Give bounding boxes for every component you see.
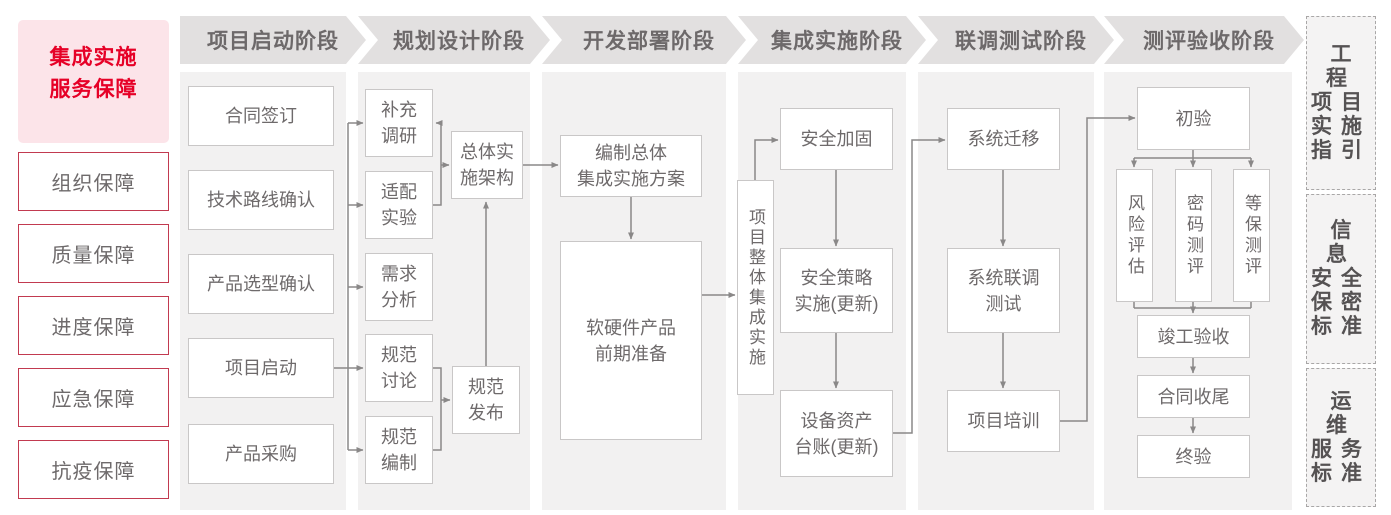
node-overall-architecture: 总体实 施架构 <box>451 131 523 199</box>
standard-information-security: 信息 安全 保密 标准 <box>1306 194 1376 364</box>
phase-header-development: 开发部署阶段 <box>542 16 746 64</box>
node-contract-sign: 合同签订 <box>188 86 334 146</box>
node-spec-drafting: 规范 编制 <box>365 416 433 484</box>
phase-header-acceptance: 测评验收阶段 <box>1104 16 1304 64</box>
sidebar-item-schedule: 进度保障 <box>18 296 169 355</box>
node-initial-acceptance: 初验 <box>1137 87 1250 150</box>
node-product-purchase: 产品采购 <box>188 424 334 484</box>
phase-header-integration: 集成实施阶段 <box>738 16 926 64</box>
node-spec-release: 规范 发布 <box>452 366 520 434</box>
node-system-migration: 系统迁移 <box>947 108 1060 170</box>
node-asset-ledger: 设备资产 台账(更新) <box>780 390 893 477</box>
sidebar-item-quality: 质量保障 <box>18 224 169 283</box>
node-crypto-evaluation: 密码测评 <box>1175 169 1212 302</box>
node-security-hardening: 安全加固 <box>780 108 893 170</box>
node-product-selection-confirm: 产品选型确认 <box>188 254 334 314</box>
node-completion-acceptance: 竣工验收 <box>1137 315 1250 358</box>
sidebar-item-emergency: 应急保障 <box>18 368 169 427</box>
standard-project-implementation-guide: 工程 项目 实施 指引 <box>1306 16 1376 190</box>
node-tech-route-confirm: 技术路线确认 <box>188 170 334 230</box>
node-contract-closure: 合同收尾 <box>1137 375 1250 418</box>
node-joint-testing: 系统联调 测试 <box>947 248 1060 333</box>
node-final-acceptance: 终验 <box>1137 435 1250 478</box>
phase-header-kickoff: 项目启动阶段 <box>180 16 366 64</box>
node-overall-integration: 项目整体集成实施 <box>737 180 774 395</box>
sidebar-title: 集成实施 服务保障 <box>18 20 169 143</box>
standard-operation-service: 运维 服务 标准 <box>1306 368 1376 507</box>
node-classified-protection-evaluation: 等保测评 <box>1233 169 1270 302</box>
node-spec-discussion: 规范 讨论 <box>365 334 433 402</box>
phase-header-planning: 规划设计阶段 <box>358 16 550 64</box>
node-security-policy: 安全策略 实施(更新) <box>780 248 893 333</box>
node-risk-assessment: 风险评估 <box>1116 169 1153 302</box>
node-hw-sw-preparation: 软硬件产品 前期准备 <box>560 241 702 440</box>
node-supplement-research: 补充 调研 <box>365 89 433 157</box>
node-adaptation-test: 适配 实验 <box>365 171 433 239</box>
node-requirement-analysis: 需求 分析 <box>365 253 433 321</box>
node-project-training: 项目培训 <box>947 390 1060 452</box>
sidebar-item-organization: 组织保障 <box>18 152 169 211</box>
node-overall-plan: 编制总体 集成实施方案 <box>560 135 702 197</box>
sidebar-item-epidemic: 抗疫保障 <box>18 440 169 499</box>
phase-header-testing: 联调测试阶段 <box>918 16 1114 64</box>
node-project-kickoff: 项目启动 <box>188 338 334 398</box>
